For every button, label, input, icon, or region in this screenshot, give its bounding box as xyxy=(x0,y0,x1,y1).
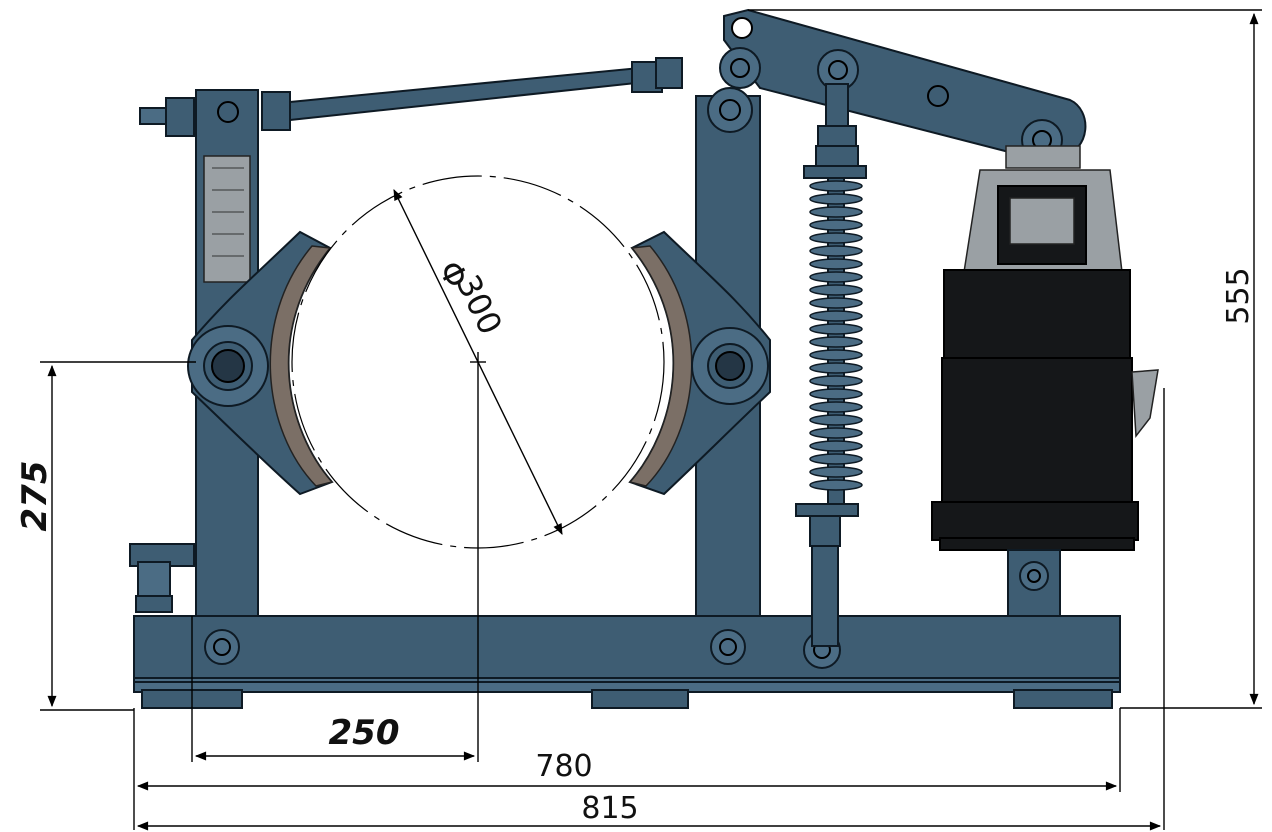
spring-coil xyxy=(809,414,863,426)
spring-coil xyxy=(809,375,863,387)
spring-coil xyxy=(809,336,863,348)
spring-coil xyxy=(809,258,863,270)
tie-rod xyxy=(139,57,683,137)
thruster xyxy=(931,169,1159,617)
right-brake-shoe xyxy=(628,230,771,496)
left-brake-shoe xyxy=(187,230,334,496)
overall-height-dimension xyxy=(748,9,1262,709)
spring-coil xyxy=(809,440,863,452)
overall-width-dimension xyxy=(136,388,1165,831)
base-width-dimension xyxy=(133,708,1121,830)
spring-coil xyxy=(809,245,863,257)
spring-coil xyxy=(809,388,863,400)
spring-coil xyxy=(809,232,863,244)
spring-coil xyxy=(809,310,863,322)
spring-coil xyxy=(809,271,863,283)
base-frame xyxy=(133,615,1121,709)
spring-coil xyxy=(809,427,863,439)
center-height-dimension xyxy=(40,361,196,711)
top-lever xyxy=(719,8,1087,169)
base-width-label: 780 xyxy=(535,749,592,784)
spring-coil xyxy=(809,453,863,465)
spring-coil xyxy=(809,362,863,374)
overall-height-label: 555 xyxy=(1221,267,1256,324)
overall-width-label: 815 xyxy=(581,791,638,826)
spring-coil xyxy=(809,466,863,478)
center-offset-dimension xyxy=(191,616,476,762)
spring-coil xyxy=(809,180,863,192)
spring-coil xyxy=(809,206,863,218)
spring-coil xyxy=(809,479,863,491)
diameter-dimension xyxy=(393,188,563,536)
spring-coil xyxy=(809,323,863,335)
spring-coil xyxy=(809,284,863,296)
spring-coil xyxy=(809,193,863,205)
compression-spring xyxy=(809,180,863,491)
spring-coil xyxy=(809,219,863,231)
spring-coil xyxy=(809,297,863,309)
spring-coil xyxy=(809,401,863,413)
spring-coil xyxy=(809,349,863,361)
center-offset-label: 250 xyxy=(329,713,400,753)
center-height-label: 275 xyxy=(15,461,55,532)
